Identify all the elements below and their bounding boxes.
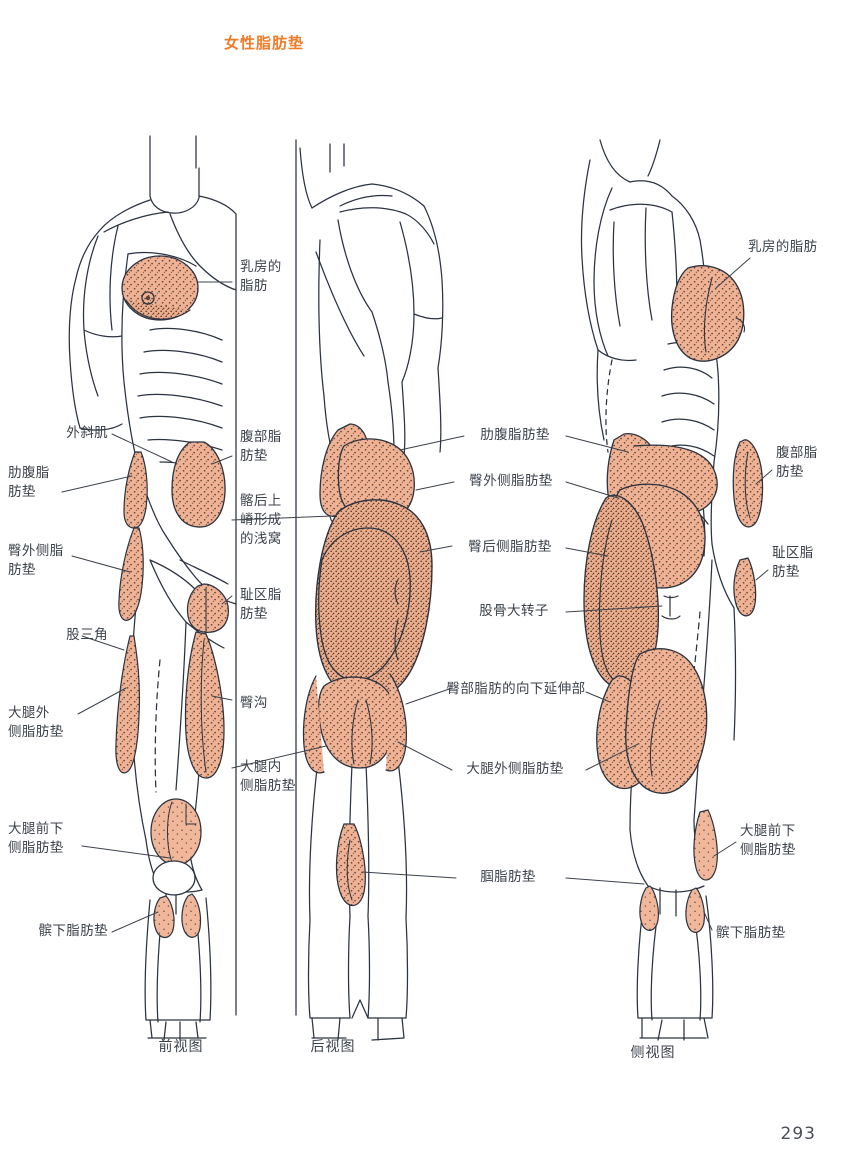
fat-pad-suprapatellar-front bbox=[150, 798, 202, 866]
label-gluteal-fold: 臀沟 bbox=[240, 695, 268, 711]
fat-pad-pubic-front bbox=[186, 583, 230, 634]
leader-lines bbox=[61, 257, 773, 933]
fat-pad-infrapatellar-front bbox=[153, 893, 202, 939]
caption-back-view: 后视图 bbox=[310, 1039, 356, 1055]
fat-pad-posterolateral-gluteal-back bbox=[315, 499, 433, 702]
fat-pad-gluteal-descending-back bbox=[302, 673, 407, 774]
fat-pad-pubic-side bbox=[733, 557, 757, 617]
label-anterolateral-thigh-fat-pad-side: 大腿前下 侧脂肪垫 bbox=[740, 823, 796, 858]
fat-pad-abdominal-front bbox=[171, 441, 226, 528]
label-infrapatellar-fat-pad-side: 髌下脂肪垫 bbox=[716, 925, 786, 941]
label-lateral-gluteal-fat-pad-center: 臀外侧脂肪垫 bbox=[469, 473, 553, 489]
figure-front-view bbox=[68, 135, 237, 1041]
fat-pad-abdominal-side bbox=[732, 439, 764, 528]
fat-pad-lateral-thigh-side bbox=[625, 648, 708, 794]
fat-pad-infrapatellar-side bbox=[639, 885, 705, 933]
figure-side-view bbox=[580, 139, 764, 1041]
fat-pad-popliteal-back bbox=[335, 823, 366, 907]
label-gluteal-fat-descending: 臀部脂肪的向下延伸部 bbox=[446, 681, 586, 697]
greater-trochanter-marker bbox=[661, 595, 681, 620]
label-flank-fat-pad-front: 肋腹脂 肪垫 bbox=[8, 465, 50, 500]
page-title: 女性脂肪垫 bbox=[224, 34, 305, 52]
caption-side-view: 侧视图 bbox=[630, 1045, 676, 1061]
label-lateral-thigh-fat-pad-front: 大腿外 侧脂肪垫 bbox=[8, 705, 64, 740]
label-flank-fat-pad-center: 肋腹脂肪垫 bbox=[480, 427, 550, 443]
label-external-oblique: 外斜肌 bbox=[66, 425, 108, 441]
label-femoral-triangle: 股三角 bbox=[66, 627, 108, 643]
label-anterolateral-thigh-fat-pad-front: 大腿前下 侧脂肪垫 bbox=[8, 821, 64, 856]
label-psis-dimple: 髂后上 嵴形成 的浅窝 bbox=[240, 493, 282, 547]
fat-pad-lateral-thigh-front bbox=[115, 635, 141, 774]
fat-pad-breast-side bbox=[670, 265, 746, 362]
figure-back-view bbox=[295, 139, 444, 1041]
fat-pad-breast-front bbox=[121, 255, 199, 321]
fat-pad-flank-front bbox=[123, 451, 148, 529]
label-popliteal-fat-pad: 腘脂肪垫 bbox=[480, 869, 536, 885]
label-lateral-thigh-fat-pad-center: 大腿外侧脂肪垫 bbox=[466, 761, 564, 777]
label-infrapatellar-fat-pad-front: 髌下脂肪垫 bbox=[38, 923, 108, 939]
fat-pad-anterolateral-thigh-side bbox=[693, 809, 718, 881]
caption-front-view: 前视图 bbox=[158, 1039, 204, 1055]
label-abdominal-fat-pad-front: 腹部脂 肪垫 bbox=[240, 429, 282, 464]
page-number: 293 bbox=[780, 1124, 816, 1144]
fat-pad-lateral-gluteal-front bbox=[118, 527, 144, 621]
label-posterolateral-gluteal-fat-pad-center: 臀后侧脂肪垫 bbox=[468, 539, 552, 555]
label-breast-fat-front: 乳房的 脂肪 bbox=[240, 259, 282, 294]
label-lateral-gluteal-fat-pad-front: 臀外侧脂 肪垫 bbox=[8, 543, 64, 578]
label-breast-fat-side: 乳房的脂肪 bbox=[748, 239, 818, 255]
label-pubic-fat-pad-front: 耻区脂 肪垫 bbox=[240, 587, 282, 622]
label-abdominal-fat-pad-side: 腹部脂 肪垫 bbox=[776, 445, 818, 480]
fat-pad-medial-thigh-front bbox=[184, 631, 225, 779]
label-greater-trochanter: 股骨大转子 bbox=[479, 603, 549, 619]
label-pubic-fat-pad-side: 耻区脂 肪垫 bbox=[772, 545, 814, 580]
label-medial-thigh-fat-pad: 大腿内 侧脂肪垫 bbox=[240, 759, 296, 794]
